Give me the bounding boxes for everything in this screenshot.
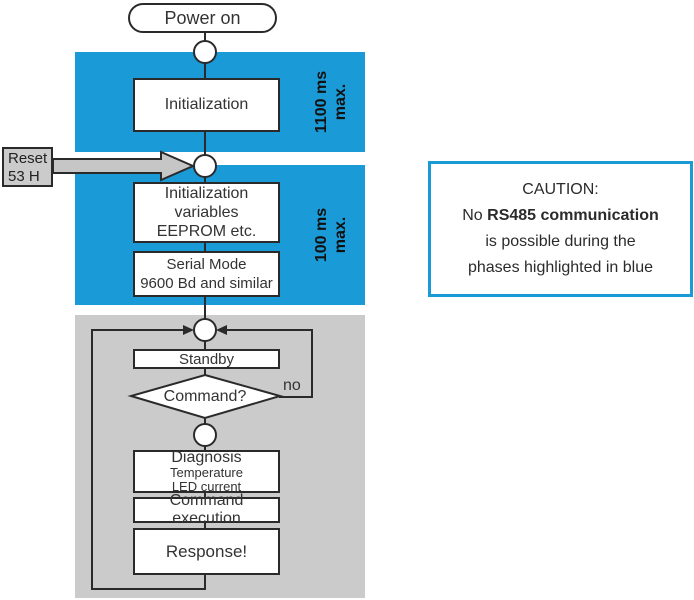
diagnosis-line2: Temperature — [170, 465, 243, 480]
standby-node: Standby — [133, 349, 280, 369]
caution-line2-prefix: No — [462, 207, 488, 224]
connector-circle-4 — [193, 423, 217, 447]
caution-line2: No RS485 communication — [462, 203, 659, 229]
caution-line4: phases highlighted in blue — [467, 259, 654, 276]
command-execution-label: Command execution — [169, 492, 244, 527]
caution-line2-bold: RS485 communication — [487, 207, 659, 224]
init-variables-node: Initialization variables EEPROM etc. — [133, 182, 280, 243]
command-decision-label: Command? — [163, 388, 247, 405]
command-execution-node: Command execution — [133, 492, 280, 527]
command-decision-diamond — [127, 373, 284, 420]
standby-label: Standby — [178, 350, 235, 368]
phase2-duration-label: 100 ms max. — [311, 185, 351, 285]
diagnosis-node: Diagnosis Temperature LED current — [133, 449, 280, 494]
init-vars-line3: EEPROM etc. — [156, 223, 257, 240]
connector-circle-1 — [193, 40, 217, 64]
phase1-duration-line1: 1100 ms — [313, 70, 330, 134]
phase2-duration-line1: 100 ms — [313, 207, 330, 263]
caution-box: CAUTION: No RS485 communication is possi… — [428, 161, 693, 297]
no-loop-arrowhead-icon — [216, 325, 227, 335]
phase1-duration-label: 1100 ms max. — [311, 52, 351, 152]
caution-line3: is possible during the — [485, 233, 636, 250]
initialization-label: Initialization — [164, 96, 249, 113]
serial-mode-node: Serial Mode 9600 Bd and similar — [133, 251, 280, 297]
initialization-node: Initialization — [133, 78, 280, 132]
caution-title: CAUTION: — [522, 181, 599, 198]
serial-mode-line2: 9600 Bd and similar — [140, 275, 273, 292]
response-label: Response! — [165, 541, 248, 561]
phase2-duration-line2: max. — [332, 216, 349, 254]
init-vars-line1: Initialization — [164, 185, 249, 202]
serial-mode-line1: Serial Mode — [166, 256, 247, 273]
response-node: Response! — [133, 528, 280, 575]
reset-label-line1: Reset — [8, 150, 48, 167]
init-vars-line2: variables — [174, 204, 239, 221]
power-on-terminator: Power on — [128, 3, 277, 33]
diagnosis-line3: LED current — [171, 479, 242, 494]
connector-circle-3 — [193, 318, 217, 342]
connector-circle-2 — [193, 154, 217, 178]
left-loop-arrowhead-icon — [183, 325, 194, 335]
phase1-duration-line2: max. — [332, 83, 349, 121]
reset-arrow-icon — [52, 150, 196, 182]
reset-label-line2: 53 H — [8, 168, 40, 185]
no-branch-label: no — [283, 377, 301, 394]
power-on-label: Power on — [164, 7, 241, 28]
reset-node: Reset 53 H — [2, 147, 53, 187]
diagnosis-line1: Diagnosis — [171, 449, 242, 466]
